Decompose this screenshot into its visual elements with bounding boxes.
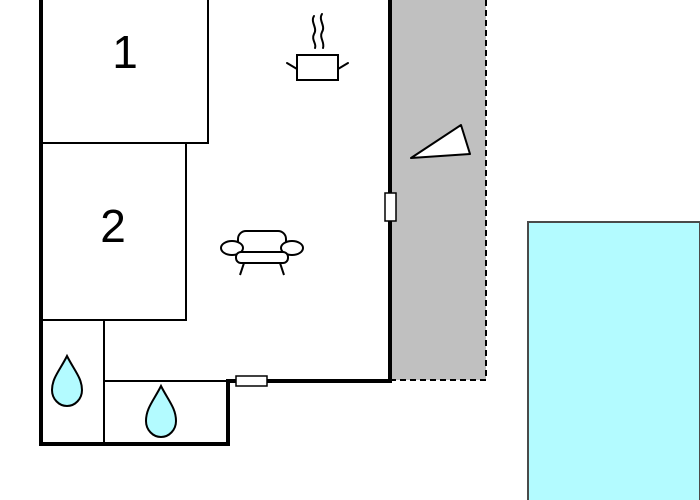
outer-wall	[39, 0, 392, 446]
swimming-pool	[527, 221, 700, 500]
window	[235, 375, 268, 387]
water-drop-icon	[50, 353, 84, 408]
room-label-2: 2	[100, 200, 126, 252]
terrace	[391, 0, 487, 381]
cooking-pot-icon	[286, 13, 349, 81]
compass-arrow-icon	[410, 124, 471, 159]
window	[384, 192, 397, 222]
water-drop-icon	[144, 383, 178, 439]
room-label-1: 1	[112, 26, 138, 78]
interior-walls	[41, 0, 228, 444]
armchair-icon	[220, 230, 304, 276]
